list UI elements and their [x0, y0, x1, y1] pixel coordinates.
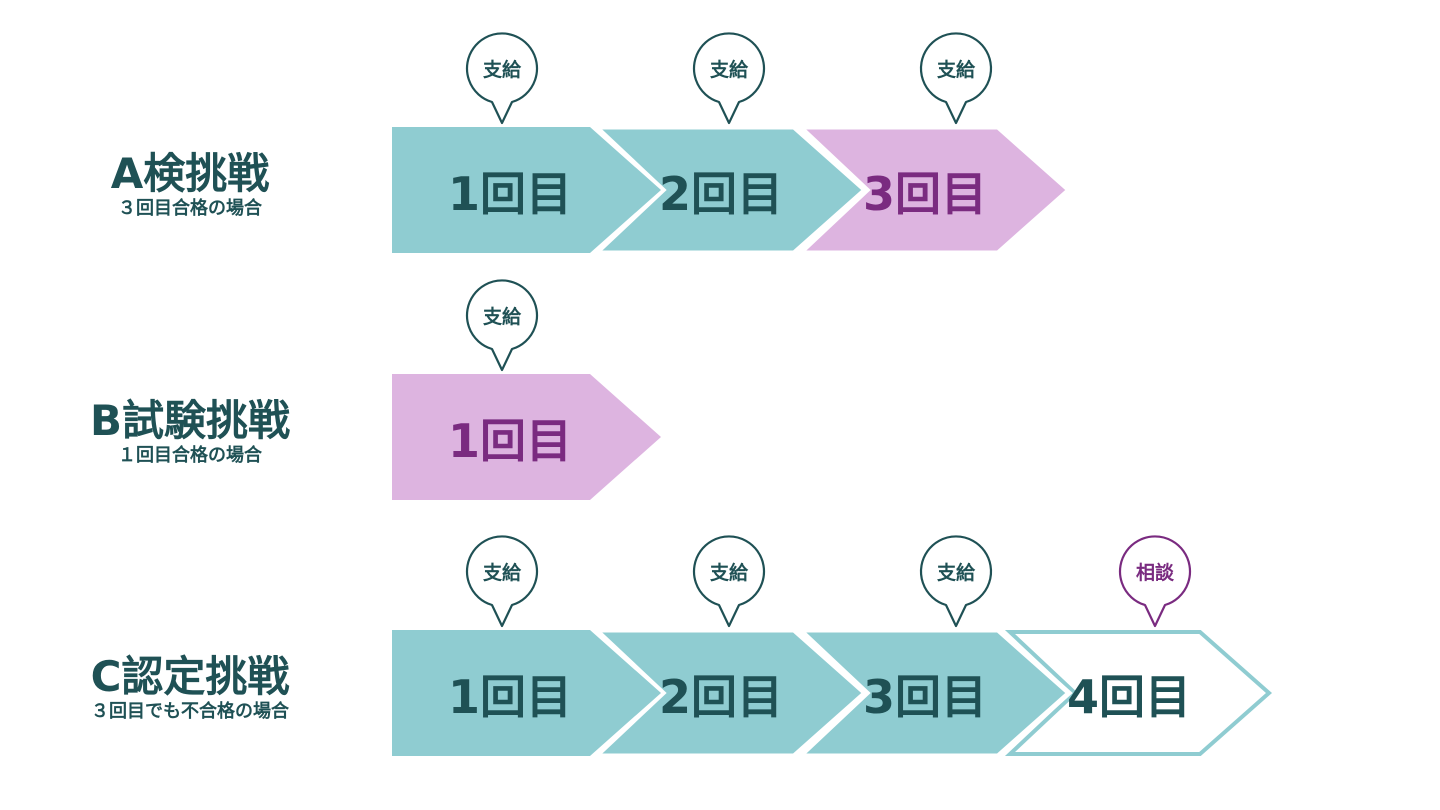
step-label: 1回目 — [448, 670, 572, 724]
row-title: C認定挑戦 — [90, 652, 290, 701]
bubble-label: 支給 — [936, 561, 976, 584]
step-label: 4回目 — [1067, 670, 1191, 724]
step-row: 1回目 — [392, 374, 661, 500]
step-row: 4回目 3回目 2回目 1回目 — [392, 627, 1273, 759]
step-arrow: 4回目 — [1004, 630, 1273, 756]
step-label: 2回目 — [659, 167, 783, 221]
speech-bubble-icon — [465, 535, 539, 628]
speech-bubble-icon — [465, 279, 539, 372]
step-label: 1回目 — [448, 414, 572, 468]
row-subtitle: ３回目でも不合格の場合 — [91, 701, 289, 722]
step-arrow: 2回目 — [589, 124, 869, 256]
bubble-marker: 支給 — [919, 32, 993, 125]
speech-bubble-icon — [919, 32, 993, 125]
bubble-label: 支給 — [482, 58, 522, 81]
bubble-label: 支給 — [936, 58, 976, 81]
bubble-marker: 支給 — [465, 535, 539, 628]
step-label: 1回目 — [448, 167, 572, 221]
row-title: A検挑戦 — [110, 149, 270, 198]
bubble-label: 支給 — [709, 561, 749, 584]
bubble-label: 支給 — [482, 561, 522, 584]
arrow-shape — [589, 627, 869, 759]
bubble-marker: 支給 — [692, 32, 766, 125]
arrow-shape — [392, 374, 661, 500]
bubble-marker: 支給 — [465, 32, 539, 125]
speech-bubble-icon — [692, 32, 766, 125]
bubble-marker: 支給 — [465, 279, 539, 372]
row-title: B試験挑戦 — [89, 396, 290, 445]
arrow-shape — [392, 127, 661, 253]
arrow-shape — [392, 630, 661, 756]
speech-bubble-icon — [1118, 535, 1192, 628]
step-row: 3回目 2回目 1回目 — [392, 124, 1073, 256]
step-arrow: 1回目 — [392, 127, 661, 253]
bubble-marker: 相談 — [1118, 535, 1192, 628]
bubble-marker: 支給 — [692, 535, 766, 628]
step-arrow: 3回目 — [793, 627, 1073, 759]
arrow-shape — [589, 124, 869, 256]
row-subtitle: １回目合格の場合 — [118, 445, 262, 466]
row-subtitle: ３回目合格の場合 — [118, 198, 262, 219]
step-arrow: 1回目 — [392, 630, 661, 756]
speech-bubble-icon — [692, 535, 766, 628]
bubble-label: 支給 — [709, 58, 749, 81]
speech-bubble-icon — [919, 535, 993, 628]
arrow-shape — [1004, 630, 1273, 756]
bubble-label: 支給 — [482, 305, 522, 328]
step-arrow: 1回目 — [392, 374, 661, 500]
step-label: 2回目 — [659, 670, 783, 724]
bubble-marker: 支給 — [919, 535, 993, 628]
step-arrow: 2回目 — [589, 627, 869, 759]
step-label: 3回目 — [863, 167, 987, 221]
step-label: 3回目 — [863, 670, 987, 724]
speech-bubble-icon — [465, 32, 539, 125]
bubble-label: 相談 — [1136, 561, 1175, 584]
